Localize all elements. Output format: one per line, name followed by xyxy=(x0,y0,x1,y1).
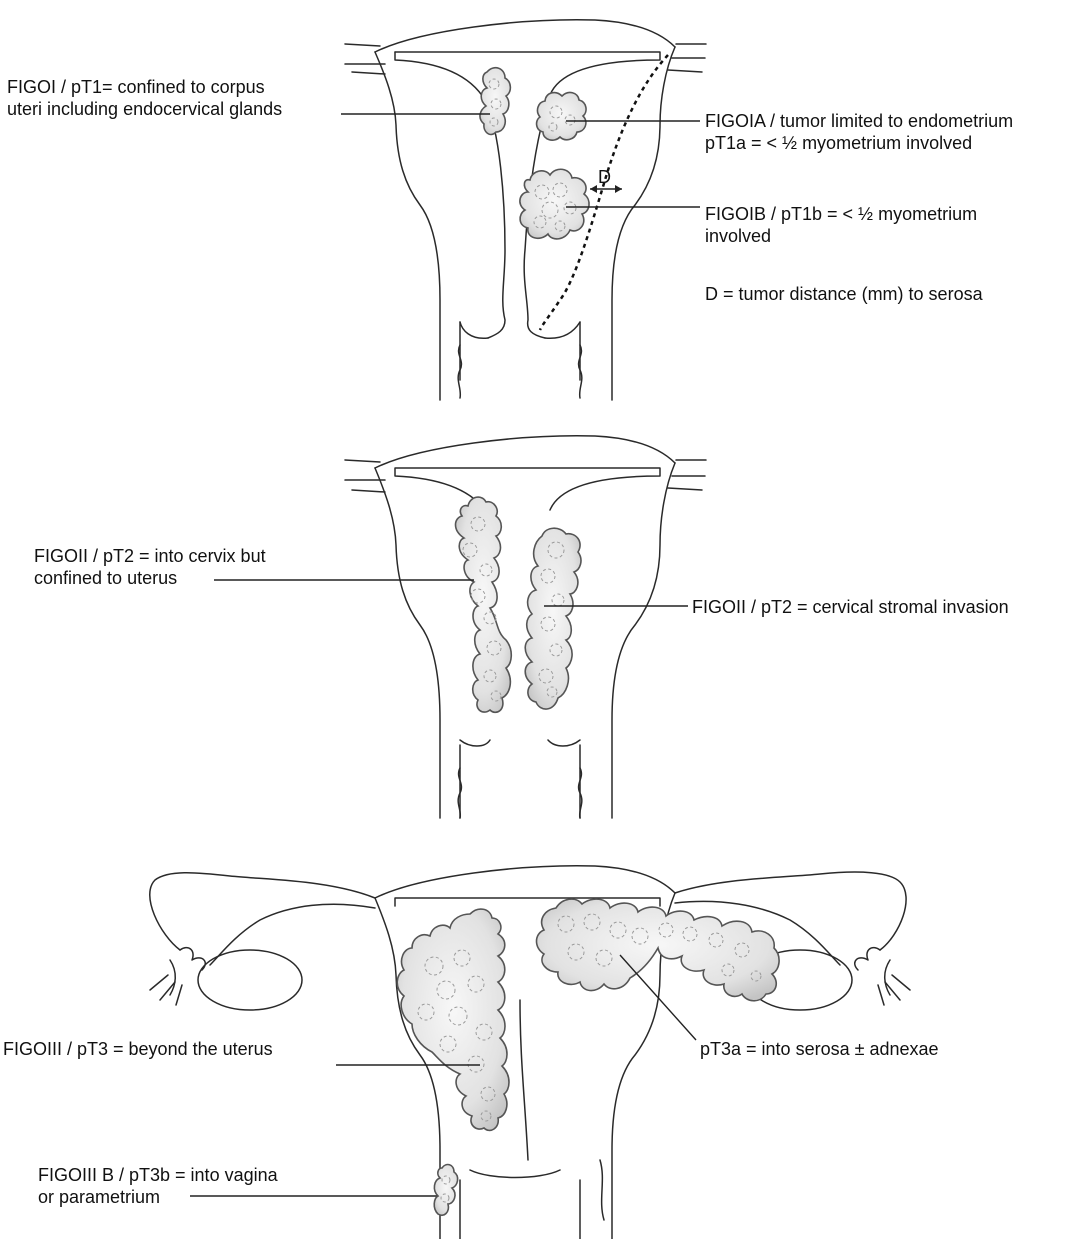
stage2-uterus xyxy=(345,436,706,818)
tumor-1-left xyxy=(480,68,510,135)
stage2-leaders xyxy=(214,580,688,606)
stage3a-label: pT3a = into serosa ± adnexae xyxy=(700,1038,939,1060)
stage3b-label-line2: or parametrium xyxy=(38,1186,278,1208)
stage2-left-label-line2: confined to uterus xyxy=(34,567,266,589)
tumor-stage2-right xyxy=(525,528,581,709)
stage1a-label: FIGOIA / tumor limited to endometrium pT… xyxy=(705,110,1013,154)
stage1-leaders xyxy=(341,114,700,207)
tumor-ib xyxy=(520,169,589,239)
stage2-left-label: FIGOII / pT2 = into cervix but confined … xyxy=(34,545,266,589)
stage1b-label-line2: involved xyxy=(705,225,977,247)
stage3b-label: FIGOIII B / pT3b = into vagina or parame… xyxy=(38,1164,278,1208)
stage1b-label-line1: FIGOIB / pT1b = < ½ myometrium xyxy=(705,203,977,225)
tumor-ia xyxy=(537,93,586,141)
stage2-tumors xyxy=(456,497,581,712)
stage3-tumors xyxy=(397,899,779,1130)
stage1a-label-line1: FIGOIA / tumor limited to endometrium xyxy=(705,110,1013,132)
stage1-tumors xyxy=(480,68,589,239)
stage1a-label-line2: pT1a = < ½ myometrium involved xyxy=(705,132,1013,154)
tumor-stage2-left xyxy=(456,497,512,712)
stage2-right-label: FIGOII / pT2 = cervical stromal invasion xyxy=(692,596,1009,618)
distance-marker: D xyxy=(598,166,611,188)
tumor-stage3-left xyxy=(397,909,509,1130)
stage1b-label: FIGOIB / pT1b = < ½ myometrium involved xyxy=(705,203,977,247)
stage1-left-label-line1: FIGOI / pT1= confined to corpus xyxy=(7,76,282,98)
tumor-stage3-right xyxy=(537,899,780,1001)
distance-note: D = tumor distance (mm) to serosa xyxy=(705,283,983,305)
stage3b-tumor xyxy=(434,1165,457,1216)
stage2-left-label-line1: FIGOII / pT2 = into cervix but xyxy=(34,545,266,567)
stage1-left-label-line2: uteri including endocervical glands xyxy=(7,98,282,120)
stage1-left-label: FIGOI / pT1= confined to corpus uteri in… xyxy=(7,76,282,120)
stage3-left-label: FIGOIII / pT3 = beyond the uterus xyxy=(3,1038,273,1060)
stage3b-label-line1: FIGOIII B / pT3b = into vagina xyxy=(38,1164,278,1186)
